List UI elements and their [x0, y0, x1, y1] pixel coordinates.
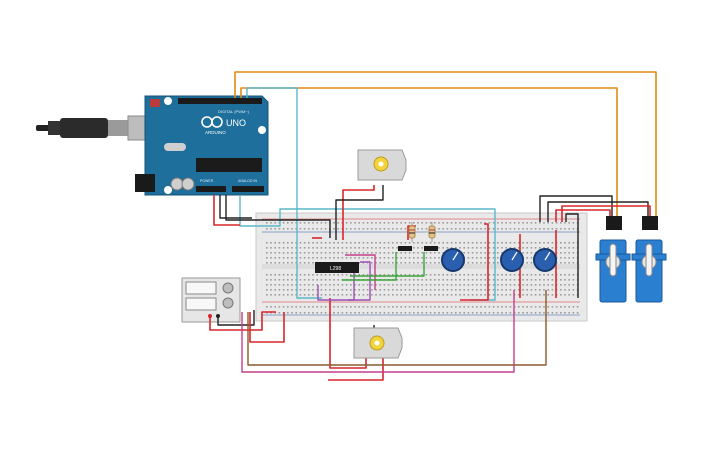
wire-black[interactable] [219, 195, 252, 219]
current-knob[interactable] [222, 297, 234, 309]
potentiometer-knob-icon[interactable] [441, 248, 465, 272]
wire-red[interactable] [342, 185, 375, 240]
wire-black[interactable] [539, 195, 613, 222]
center-channel [262, 264, 580, 269]
wire-black[interactable] [335, 185, 384, 240]
power-jack [135, 174, 155, 192]
brand-text: ARDUINO [205, 130, 226, 135]
dc-motor-icon[interactable] [357, 149, 407, 181]
wire-red[interactable] [213, 195, 240, 226]
wire-black[interactable] [217, 310, 255, 326]
wire-red[interactable] [460, 223, 489, 301]
wire-orange[interactable] [234, 71, 657, 218]
wire-brown[interactable] [247, 290, 547, 366]
analog-label: ANALOG IN [238, 179, 258, 183]
wire-red[interactable] [328, 348, 384, 381]
wire-green[interactable] [350, 252, 425, 277]
servo-motor-icon[interactable] [631, 216, 667, 303]
wire-teal[interactable] [239, 196, 496, 301]
reset-button[interactable] [150, 99, 160, 107]
arduino-uno-board[interactable]: DIGITAL (PWM~) UNO ARDUINO POWER ANALOG … [135, 95, 269, 196]
potentiometer-knob-icon[interactable] [533, 248, 557, 272]
digital-label: DIGITAL (PWM~) [218, 109, 250, 114]
mounting-hole [164, 186, 172, 194]
resistor-icon[interactable] [408, 222, 416, 242]
wire-magenta[interactable] [345, 254, 376, 290]
mounting-hole [164, 97, 172, 105]
wire-red[interactable] [555, 209, 611, 222]
voltage-knob[interactable] [222, 282, 234, 294]
wire-purple[interactable] [348, 261, 371, 301]
wire-black[interactable] [225, 195, 331, 238]
wire-green[interactable] [342, 252, 397, 281]
ic-label: L298 [330, 266, 341, 272]
wire-black[interactable] [565, 213, 579, 298]
wire-red[interactable] [209, 311, 276, 331]
servo-motor-icon[interactable] [595, 216, 631, 303]
dc-power-supply-icon[interactable] [181, 277, 241, 323]
crystal [164, 143, 186, 151]
mounting-hole [258, 126, 266, 134]
atmega-chip [196, 158, 262, 172]
capacitor [170, 177, 184, 191]
wire-purple[interactable] [317, 268, 355, 301]
digital-header[interactable] [178, 98, 262, 104]
potentiometer-knob-icon[interactable] [500, 248, 524, 272]
arduino-logo: UNO ARDUINO [201, 116, 246, 135]
wire-orange[interactable] [240, 87, 618, 218]
analog-header[interactable] [232, 186, 264, 192]
wire-magenta[interactable] [241, 290, 515, 373]
capacitor [181, 177, 195, 191]
wire-teal[interactable] [246, 87, 322, 299]
logo-text: UNO [226, 118, 246, 128]
transistor[interactable] [424, 246, 438, 251]
dc-motor-icon[interactable] [353, 327, 403, 359]
wire-red[interactable] [561, 205, 651, 222]
power-header[interactable] [196, 186, 226, 192]
power-label: POWER [200, 179, 214, 183]
motor-driver-ic[interactable]: L298 [315, 262, 359, 273]
usb-plug-icon [36, 115, 155, 141]
resistor-icon[interactable] [428, 222, 436, 242]
wire-red[interactable] [249, 312, 285, 343]
wires [209, 71, 657, 381]
wire-black[interactable] [547, 201, 649, 222]
transistor[interactable] [398, 246, 412, 251]
